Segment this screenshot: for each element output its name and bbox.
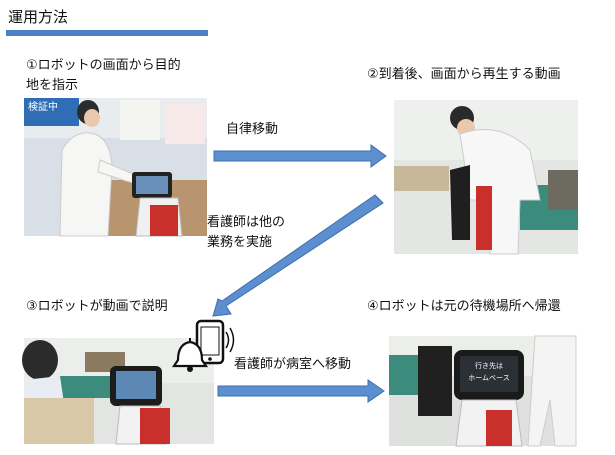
step4-label: ④ロボットは元の待機場所へ帰還: [367, 299, 561, 314]
smartphone-icon: [195, 319, 235, 365]
step1-label: ①ロボットの画面から目的 地を指示: [26, 56, 181, 96]
photo-step4: 行き先は ホームベース: [389, 335, 577, 447]
step1-label-line2: 地を指示: [26, 78, 79, 93]
arrow-label-nurse-other: 看護師は他の 業務を実施: [207, 213, 285, 253]
poster-text: 検証中: [28, 100, 58, 113]
arrow-auto-move: [213, 144, 387, 168]
arrow-label-nurse-move: 看護師が病室へ移動: [234, 357, 352, 372]
arrow-label-nurse-other-line2: 業務を実施: [207, 235, 273, 250]
photo-step1: 検証中: [24, 98, 207, 237]
photo-step2: [394, 100, 578, 255]
robot-screen-line1: 行き先は: [475, 361, 503, 370]
robot-screen-line2: ホームベース: [468, 374, 509, 382]
arrow-nurse-other: [212, 194, 384, 317]
title-underline: [6, 30, 208, 36]
arrow-label-auto-move: 自律移動: [226, 122, 279, 137]
arrow-label-nurse-other-line1: 看護師は他の: [207, 215, 286, 230]
step3-label: ③ロボットが動画で説明: [26, 299, 168, 314]
step2-label: ②到着後、画面から再生する動画: [367, 67, 561, 82]
page-title: 運用方法: [8, 8, 69, 26]
arrow-nurse-move: [217, 379, 385, 403]
step1-label-line1: ①ロボットの画面から目的: [26, 58, 181, 73]
bell-icon: [171, 338, 209, 372]
